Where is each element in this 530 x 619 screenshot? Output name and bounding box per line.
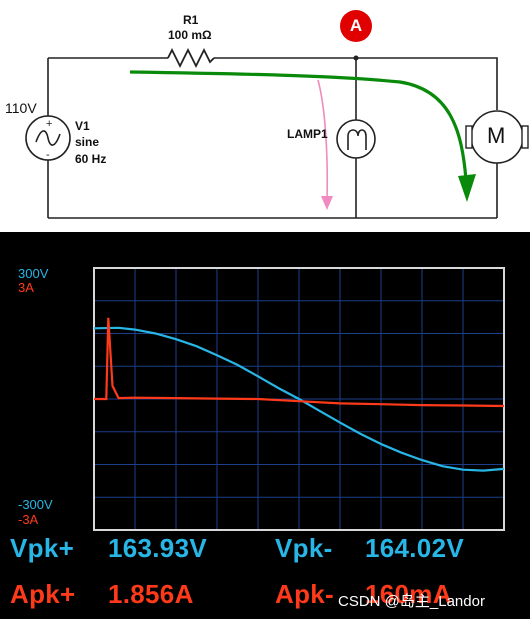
source-frequency: 60 Hz (75, 152, 107, 166)
lamp-symbol (336, 119, 376, 159)
resistor-name: R1 (183, 13, 199, 27)
resistor-value: 100 mΩ (168, 28, 212, 42)
current-scale-top: 3A (18, 280, 34, 295)
apk-plus-value: 1.856A (108, 579, 194, 609)
svg-text:-: - (46, 149, 50, 161)
top-wire-right (214, 57, 498, 110)
vpk-plus-value: 163.93V (108, 533, 207, 563)
circuit-schematic: + - R1 100 mΩ A 110V V1 sine 60 Hz LAMP1… (0, 0, 530, 232)
voltage-scale-top: 300V (18, 266, 49, 281)
motor-current-arrow (129, 70, 476, 202)
apk-minus-value: 160mA (365, 579, 452, 609)
source-type: sine (75, 135, 100, 149)
voltage-trace (93, 326, 505, 472)
current-scale-bottom: -3A (18, 512, 39, 527)
voltage-source-v1: + - (25, 115, 71, 161)
apk-minus-label: Apk- (275, 579, 334, 609)
motor-symbol (465, 110, 529, 164)
current-trace (94, 317, 505, 408)
circuit-diagram: + - (25, 47, 529, 219)
resistor-r1 (167, 47, 215, 69)
ammeter-badge: A (340, 10, 372, 42)
watermark: CSDN @岛主_Landor (338, 593, 485, 610)
junction-dot (353, 55, 359, 61)
oscilloscope-screen: 300V 3A -300V -3A Vpk+ 163.93V Vpk- 164.… (0, 232, 530, 619)
vpk-minus-label: Vpk- (275, 533, 333, 563)
lamp-name: LAMP1 (287, 127, 328, 141)
svg-text:+: + (46, 118, 52, 130)
apk-plus-label: Apk+ (10, 579, 76, 609)
source-voltage-label: 110V (5, 100, 37, 116)
vpk-plus-label: Vpk+ (10, 533, 75, 563)
vpk-minus-value: 164.02V (365, 533, 464, 563)
voltage-scale-bottom: -300V (18, 497, 53, 512)
source-name: V1 (75, 119, 90, 133)
oscilloscope-plot (93, 267, 505, 531)
lamp-current-arrow (317, 79, 333, 210)
motor-label: M (487, 123, 506, 148)
